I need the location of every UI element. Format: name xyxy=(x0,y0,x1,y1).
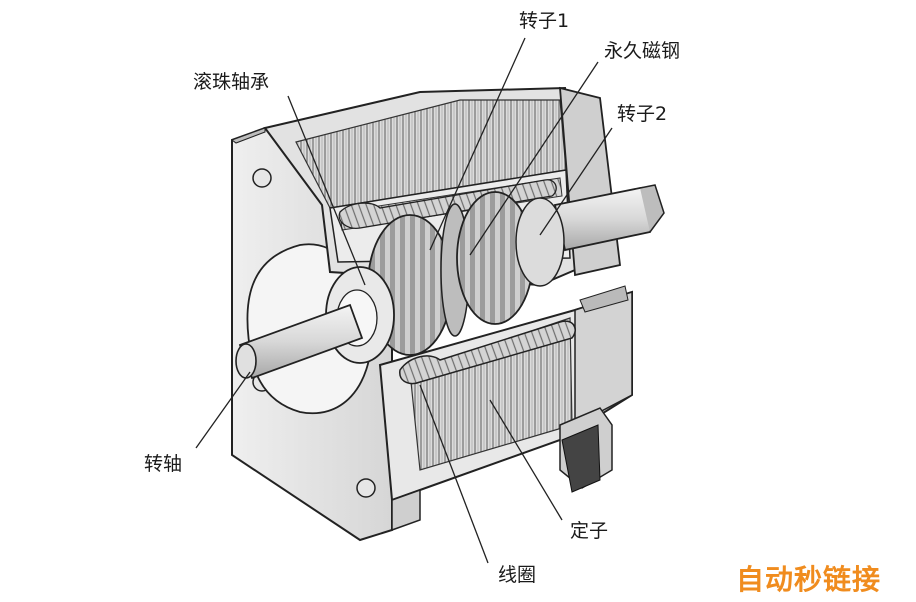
label-stator: 定子 xyxy=(570,520,609,542)
watermark-logo: 自动秒链接 xyxy=(736,563,882,596)
coil-winding xyxy=(338,179,576,385)
flange-screw-right xyxy=(356,478,376,498)
cable-connector xyxy=(559,407,613,493)
leader-stator xyxy=(489,399,563,521)
rear-shaft xyxy=(553,184,665,252)
front-shaft xyxy=(235,303,364,380)
label-shaft: 转轴 xyxy=(144,453,183,475)
leader-permanent-magnet xyxy=(469,61,599,256)
leader-lines xyxy=(195,37,613,564)
leader-rotor2 xyxy=(539,127,613,236)
label-permanent-magnet: 永久磁钢 xyxy=(604,40,681,62)
leader-shaft xyxy=(195,371,251,449)
flange-screw-top xyxy=(252,168,272,188)
leader-coil xyxy=(419,384,489,564)
leader-rotor1 xyxy=(429,37,526,251)
stator-lower-block xyxy=(378,285,633,532)
label-rotor2: 转子2 xyxy=(617,103,668,125)
label-rotor1: 转子1 xyxy=(519,10,570,32)
leader-ball-bearing xyxy=(287,95,366,286)
label-ball-bearing: 滚珠轴承 xyxy=(193,71,270,93)
label-coil: 线圈 xyxy=(498,564,537,586)
